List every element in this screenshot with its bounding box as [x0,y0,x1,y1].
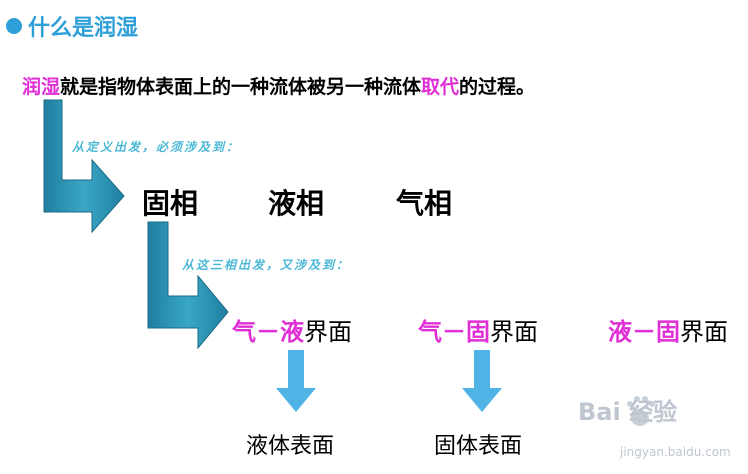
surface-solid: 固体表面 [434,434,523,459]
bent-arrow-definition [43,99,125,234]
baidu-paw-icon [627,396,655,426]
page-title: 什么是润湿 [28,16,139,41]
interface-liquid-solid: 液－固界面 [608,312,728,347]
watermark-url: jingyan.baidu.com [620,445,731,459]
bullet-icon [6,18,22,34]
interface-gas-solid-highlight: 气－固 [418,318,490,346]
definition-keyword: 取代 [421,76,460,98]
note-from-definition: 从定义出发，必须涉及到： [72,140,241,154]
interface-gas-solid-suffix: 界面 [490,318,538,346]
down-arrow-2 [462,350,502,412]
interface-gas-liquid: 气－液界面 [232,312,352,347]
phase-solid: 固相 [142,187,199,220]
interface-gas-liquid-highlight: 气－液 [232,318,304,346]
phase-liquid: 液相 [268,187,325,220]
bent-arrow-phases [147,221,229,350]
interface-liquid-solid-suffix: 界面 [680,318,728,346]
definition-text-2: 的过程。 [459,76,536,98]
interface-gas-liquid-suffix: 界面 [304,318,352,346]
definition-text-1: 就是指物体表面上的一种流体被另一种流体 [60,76,422,98]
surface-liquid: 液体表面 [246,434,335,459]
note-from-phases: 从这三相出发，又涉及到： [182,258,351,272]
interface-liquid-solid-highlight: 液－固 [608,318,680,346]
definition-term: 润湿 [22,76,61,98]
definition-line: 润湿就是指物体表面上的一种流体被另一种流体取代的过程。 [22,72,535,99]
down-arrow-1 [276,350,316,412]
phase-gas: 气相 [396,187,453,220]
watermark-logo: Bai 经验 [578,398,678,426]
interface-gas-solid: 气－固界面 [418,312,538,347]
header: 什么是润湿 [6,10,138,42]
